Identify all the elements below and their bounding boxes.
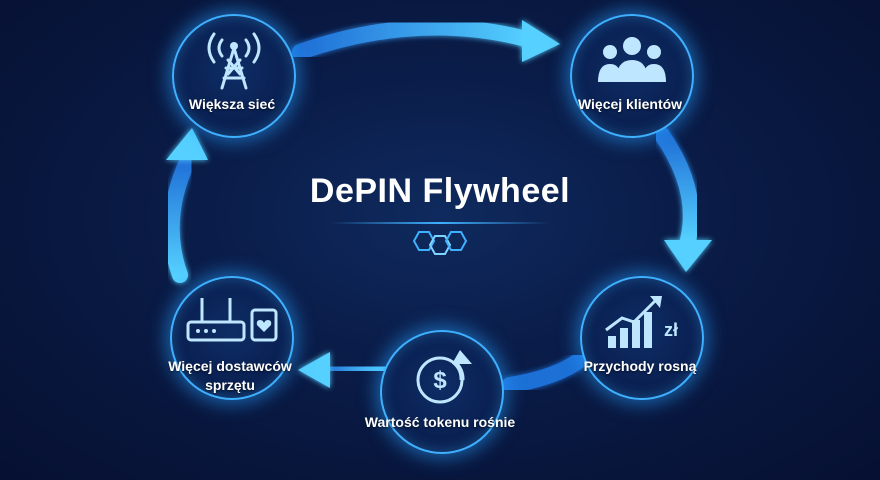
label-hardware-line2: sprzętu [205,377,255,393]
label-clients: Więcej klientów [577,96,683,112]
title-underline [330,222,550,224]
hexagon-chain-icon [412,231,468,255]
arrow-hardware-to-network [163,152,196,283]
node-hardware [170,276,294,400]
arrowhead-revenue [664,240,712,272]
node-clients [570,14,694,138]
node-token: $ [380,330,504,454]
users-group-icon [598,37,666,82]
arrowhead-hardware [298,352,330,388]
arrow-network-to-clients [292,19,538,60]
radio-tower-icon [207,32,261,90]
router-device-icon [186,298,278,342]
label-revenue: Przychody rosną [583,358,697,374]
arrowhead-clients [522,20,560,62]
zloty-symbol: zł [664,320,678,340]
label-hardware-line1: Więcej dostawców [168,358,292,374]
arrow-token-to-hardware [317,359,388,378]
growth-chart-zloty-icon: zł [605,296,678,348]
arrow-clients-to-revenue [654,127,699,248]
diagram-title: DePIN Flywheel [309,172,571,210]
label-network: Większa sieć [188,96,276,112]
arrowhead-network [166,128,208,160]
dollar-coin-up-icon: $ [416,350,472,404]
dollar-symbol: $ [433,367,447,394]
node-revenue: zł [580,276,704,400]
arrow-revenue-to-token [502,352,588,393]
node-network [172,14,296,138]
label-token: Wartość tokenu rośnie [364,414,516,430]
